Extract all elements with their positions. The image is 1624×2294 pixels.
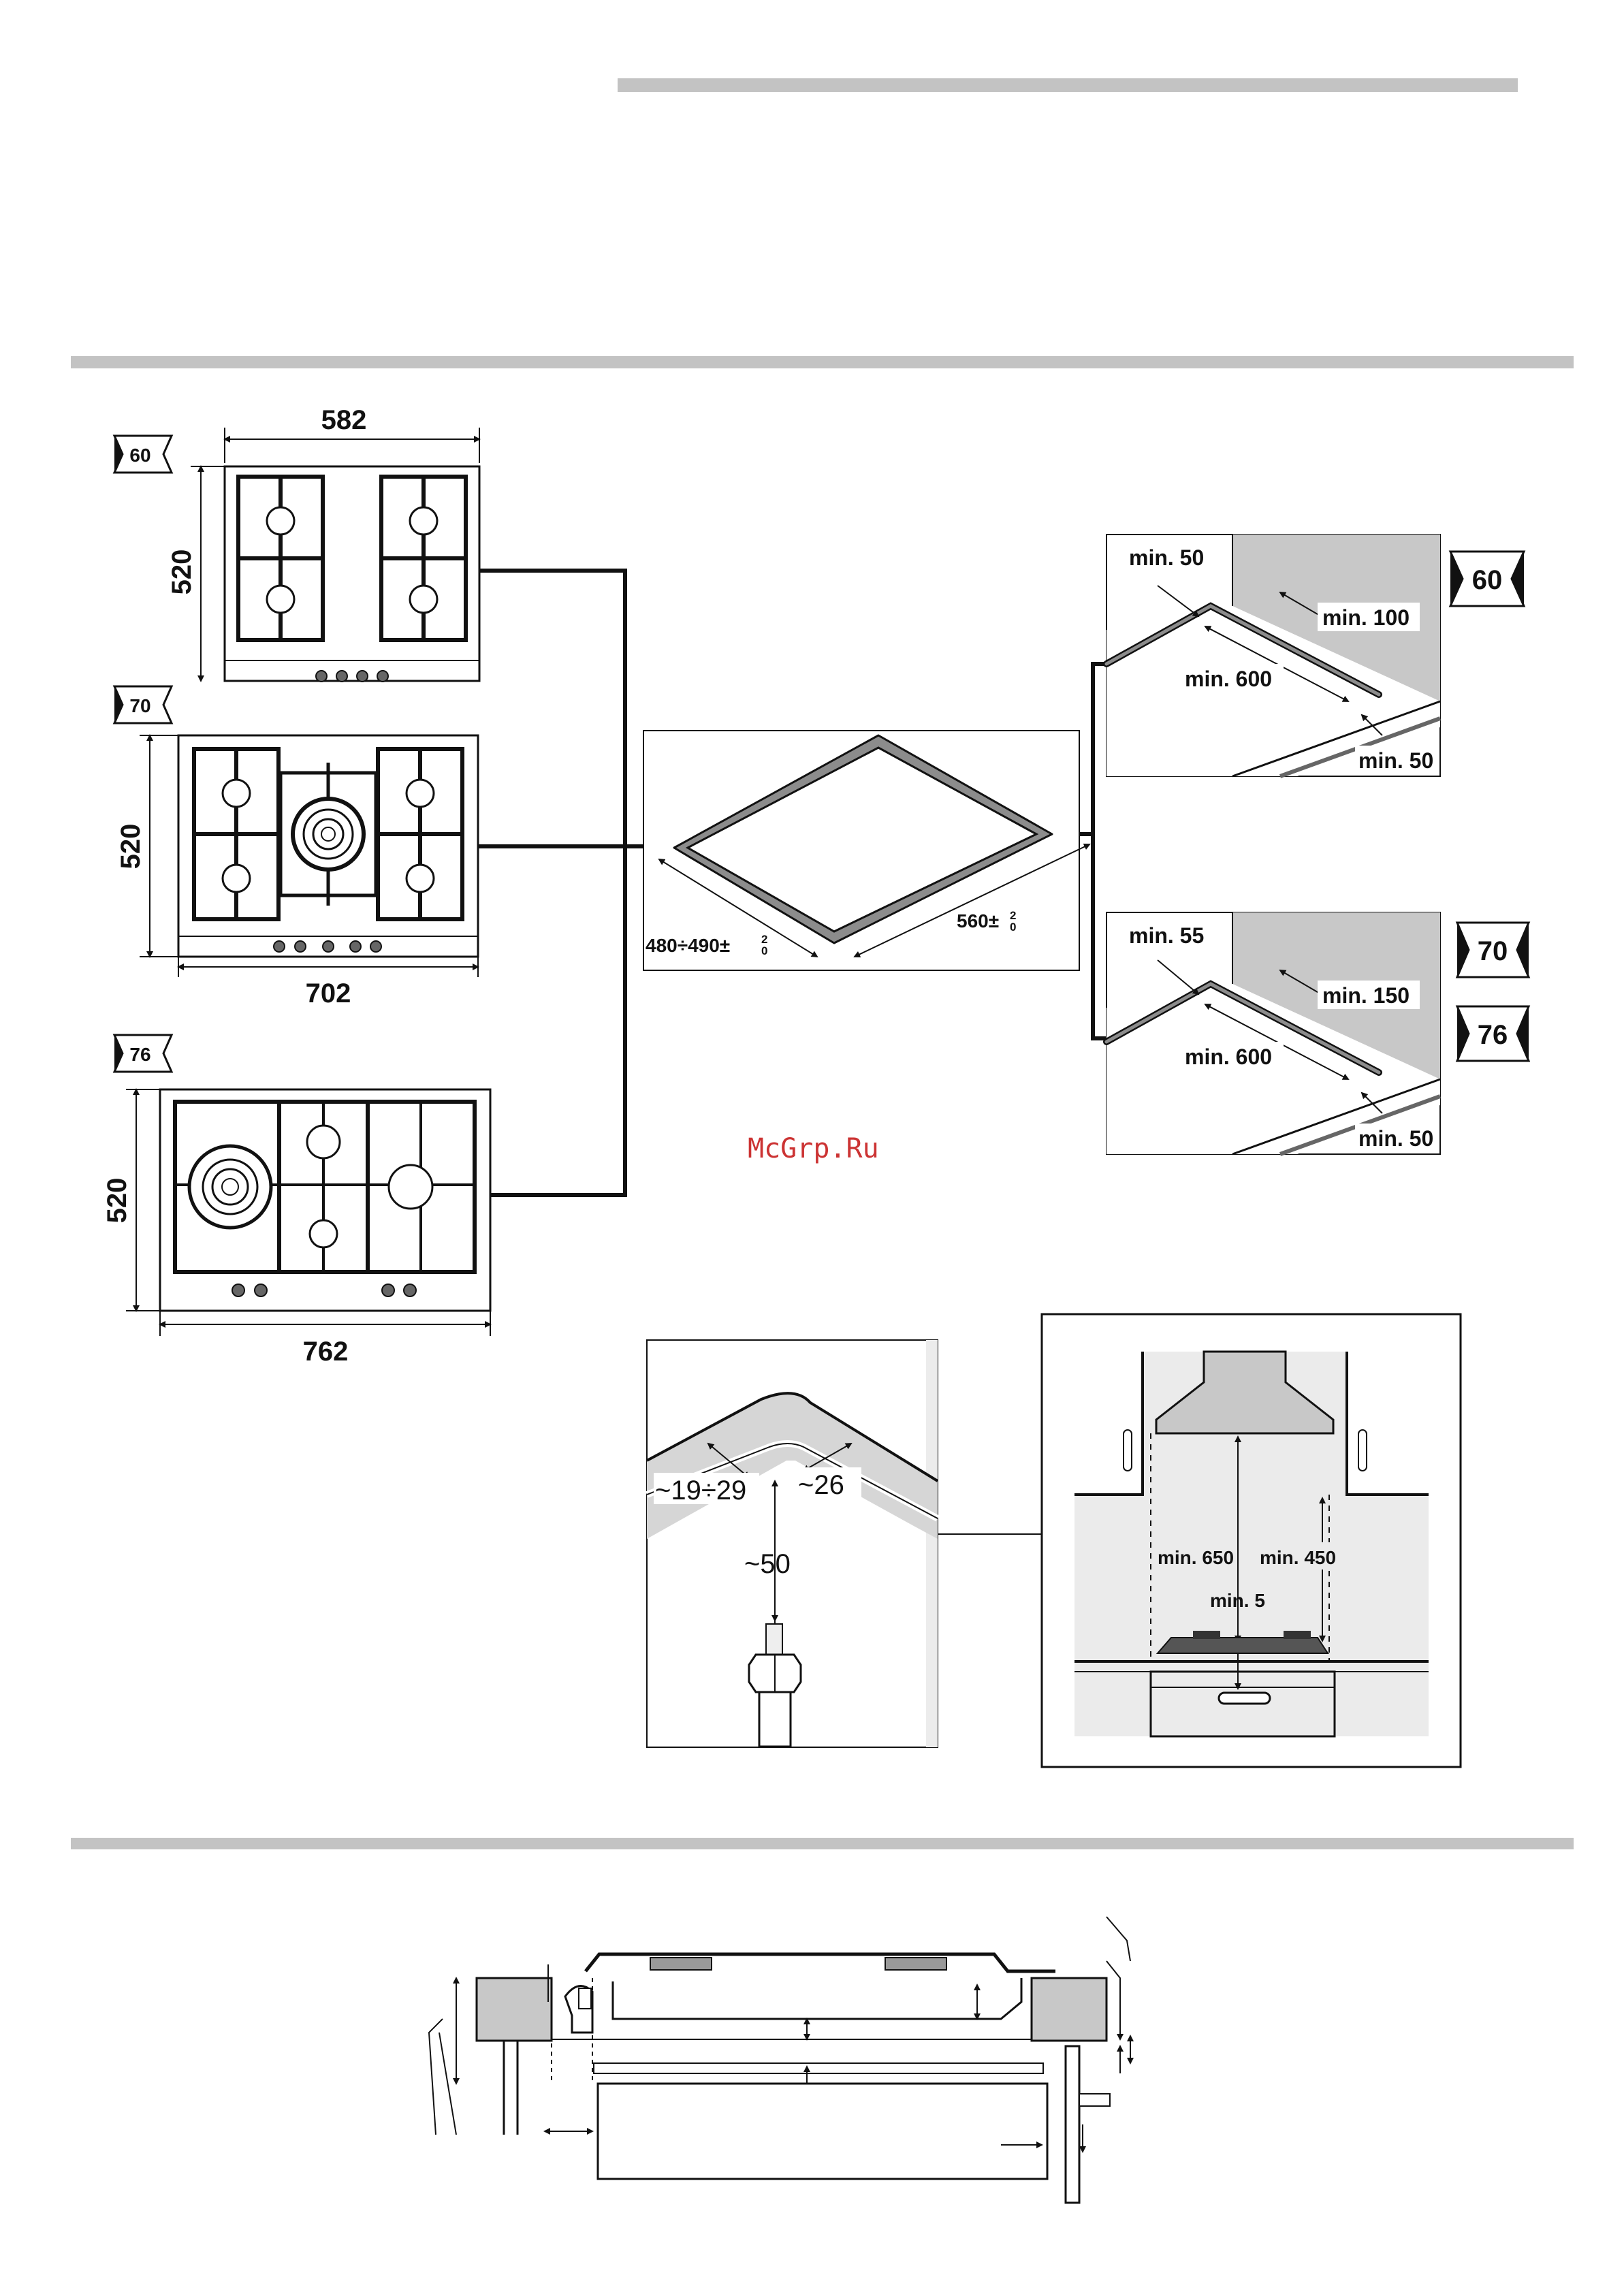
- control-knob: [336, 671, 347, 682]
- wok-burner: [189, 1146, 271, 1228]
- depth-dim: 520: [167, 549, 197, 595]
- burner: [307, 1126, 340, 1158]
- tag-label: 60: [1472, 565, 1503, 595]
- model-tag-70-large: 70: [1457, 923, 1529, 977]
- clearance-back: min. 55: [1129, 923, 1204, 948]
- connection-height: ~50: [744, 1549, 791, 1579]
- burner: [407, 780, 434, 807]
- hood-min: min. 650: [1158, 1547, 1234, 1568]
- control-knob: [274, 941, 285, 952]
- width-dim: 702: [306, 978, 351, 1008]
- clearance-side-wall: min. 150: [1322, 983, 1410, 1008]
- tag-label: 70: [129, 695, 150, 716]
- burner: [310, 1220, 337, 1247]
- model-tag-60-large: 60: [1450, 552, 1524, 606]
- clearance-back: min. 50: [1129, 545, 1204, 570]
- model-tag-60: 60: [114, 436, 172, 473]
- watermark: McGrp.Ru: [748, 1133, 879, 1164]
- control-knob: [232, 1284, 244, 1296]
- gas-connection-diagram: ~19÷29 ~26 ~50: [647, 1340, 938, 1747]
- clearance-side-wall: min. 100: [1322, 605, 1410, 630]
- burner: [410, 507, 437, 535]
- clearance-front: min. 50: [1358, 748, 1433, 773]
- control-knob: [295, 941, 306, 952]
- control-knob: [404, 1284, 416, 1296]
- tag-label: 76: [129, 1044, 150, 1065]
- model-tag-76-large: 76: [1457, 1006, 1529, 1061]
- hood-clearance-diagram: min. 650 min. 450 min. 5: [1042, 1314, 1461, 1767]
- burner: [267, 507, 294, 535]
- cross-section-diagram: [429, 1917, 1130, 2203]
- burner: [267, 586, 294, 613]
- drawer-gap: min. 5: [1210, 1590, 1265, 1611]
- control-knob: [357, 671, 368, 682]
- clearance-top: min. 600: [1185, 667, 1272, 691]
- tag-label: 76: [1478, 1020, 1508, 1050]
- burner: [410, 586, 437, 613]
- control-knob: [316, 671, 327, 682]
- hob-70: 70 520 702: [114, 686, 478, 1008]
- tag-label: 60: [129, 445, 150, 466]
- width-dim: 582: [321, 405, 367, 435]
- clearance-top: min. 600: [1185, 1045, 1272, 1069]
- control-knob: [370, 941, 381, 952]
- control-knob: [255, 1284, 267, 1296]
- control-knob: [382, 1284, 394, 1296]
- cutout-depth: 480÷490±: [646, 935, 730, 956]
- width-dim: 762: [303, 1337, 349, 1367]
- clearance-diagram-60: min. 50 min. 100 min. 600 min. 50: [1106, 535, 1440, 776]
- cabinet-min: min. 450: [1260, 1547, 1336, 1568]
- cutout-diagram: 480÷490± 2 0 560± 2 0: [643, 731, 1089, 970]
- hob-60: 60 582 520: [114, 405, 479, 682]
- burner: [223, 865, 250, 892]
- depth-dim: 520: [116, 824, 146, 870]
- depth-dim: 520: [102, 1178, 132, 1224]
- control-knob: [377, 671, 388, 682]
- burner: [389, 1165, 432, 1209]
- model-tag-76: 76: [114, 1035, 172, 1072]
- wok-burner: [293, 799, 364, 870]
- cutout-width: 560±: [957, 910, 999, 931]
- clearance-diagram-70-76: min. 55 min. 150 min. 600 min. 50: [1106, 912, 1440, 1154]
- hob-76: 76 520 762: [102, 1035, 490, 1367]
- model-tag-70: 70: [114, 686, 172, 723]
- control-knob: [350, 941, 361, 952]
- cutout-width-tol-bottom: 0: [1010, 921, 1016, 934]
- cutout-depth-tol-bottom: 0: [761, 944, 767, 957]
- burner: [223, 780, 250, 807]
- burner: [407, 865, 434, 892]
- offset-back: ~26: [798, 1470, 844, 1500]
- clearance-front: min. 50: [1358, 1126, 1433, 1151]
- control-knob: [323, 941, 334, 952]
- tag-label: 70: [1478, 936, 1508, 966]
- offset-side: ~19÷29: [655, 1476, 746, 1506]
